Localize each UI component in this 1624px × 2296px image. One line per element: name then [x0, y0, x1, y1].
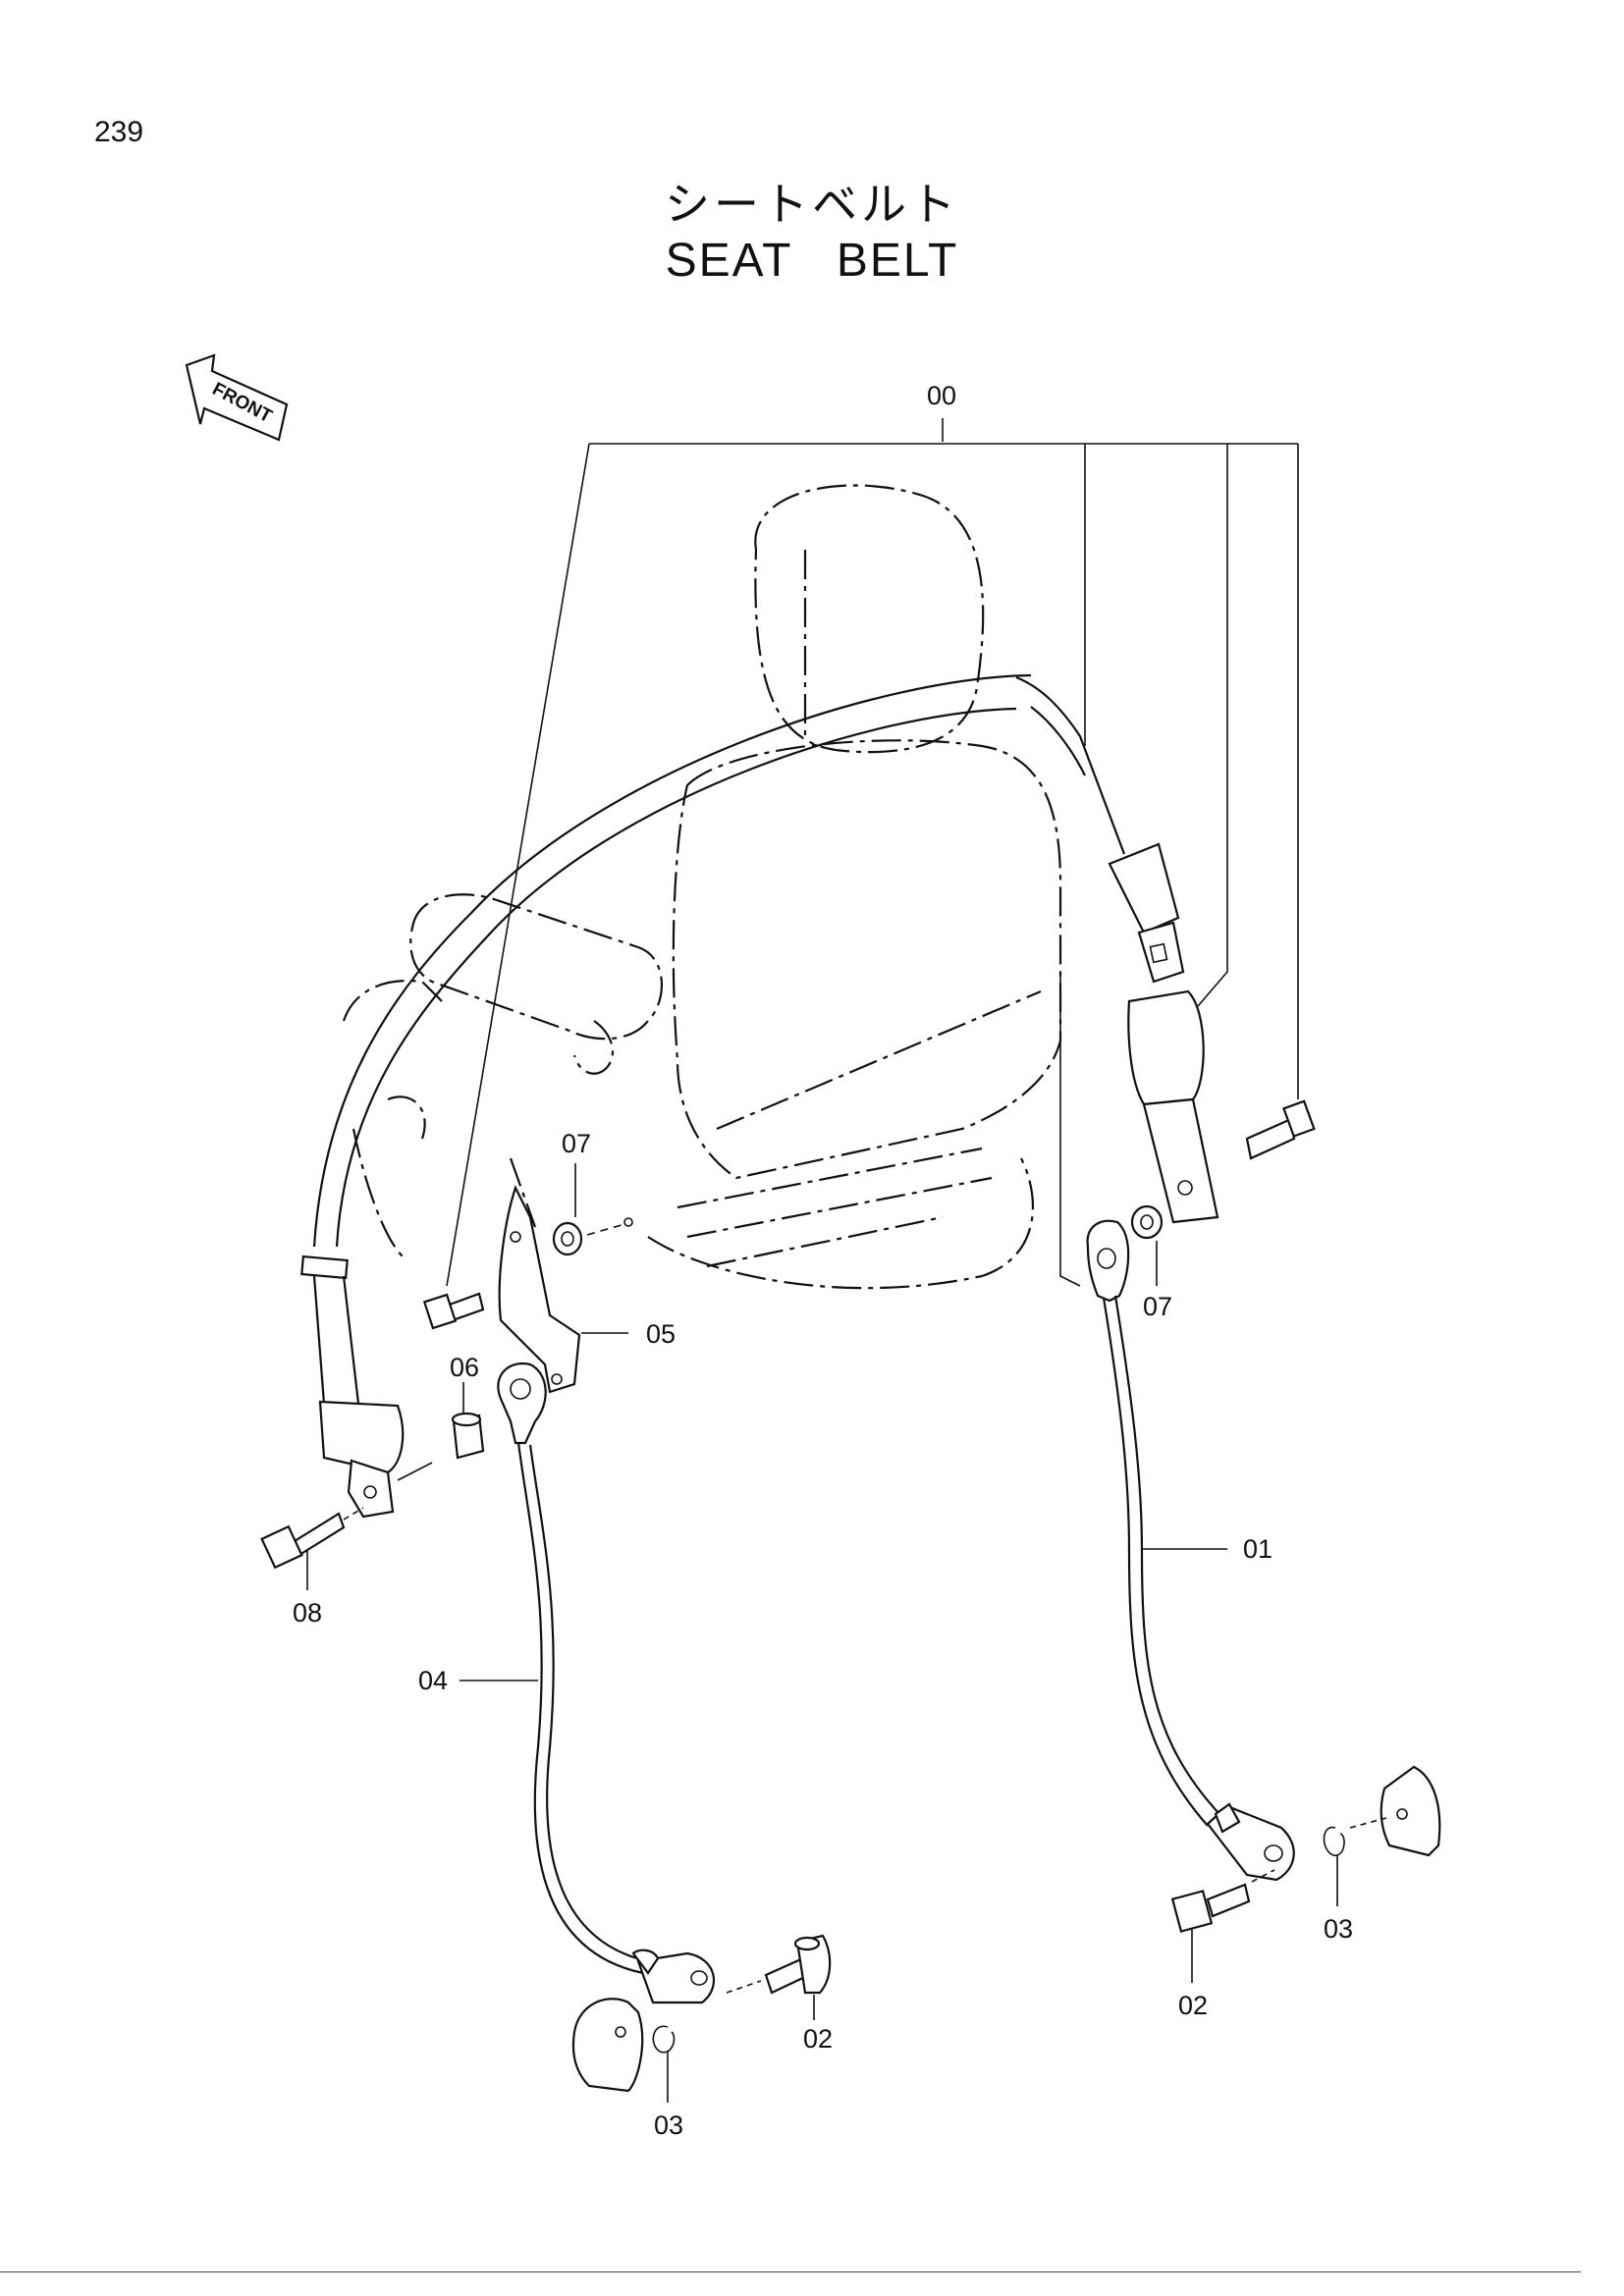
bottom-rule	[0, 2271, 1581, 2272]
callout-07-right: 07	[1143, 1292, 1172, 1321]
callout-07-left: 07	[562, 1129, 591, 1158]
callout-02-right: 02	[1178, 1991, 1208, 2020]
seat-phantom	[342, 484, 1062, 1290]
callout-00: 00	[927, 381, 956, 410]
bolt-left-upper	[422, 1292, 485, 1330]
callout-01: 01	[1243, 1534, 1272, 1564]
bolt-08	[260, 1507, 364, 1570]
callout-leaders	[306, 1163, 1338, 2103]
washer-07-left	[552, 1217, 633, 1256]
callout-06: 06	[450, 1353, 479, 1382]
callout-00-leader	[446, 418, 1299, 1287]
page-number: 239	[94, 116, 144, 148]
callout-08: 08	[293, 1598, 322, 1628]
nut-plate-right	[1349, 1765, 1441, 1857]
callout-03-left: 03	[654, 2110, 683, 2140]
callout-03-right: 03	[1324, 1914, 1353, 1944]
front-arrow-icon: FRONT	[185, 353, 289, 442]
lock-washer-03-right	[1323, 1827, 1345, 1856]
title-japanese: シートベルト	[665, 178, 959, 231]
title-english: SEAT BELT	[665, 235, 959, 287]
callout-04: 04	[418, 1666, 448, 1695]
nut-plate-left	[571, 1998, 644, 2093]
collar-06	[397, 1412, 485, 1481]
belt-webbing	[300, 673, 1219, 1519]
callout-05: 05	[646, 1319, 676, 1349]
washer-07-right	[1130, 1204, 1164, 1240]
front-label: FRONT	[209, 379, 276, 427]
callout-02-left: 02	[803, 2024, 833, 2054]
lock-washer-03-left	[652, 2025, 676, 2054]
ground-cable-01	[1086, 1219, 1295, 1882]
bolt-02-right	[1170, 1869, 1275, 1933]
ground-cable-04	[497, 1362, 716, 2004]
bracket-05	[498, 1185, 581, 1394]
bolt-02-left	[726, 1934, 832, 1995]
bolt-upper-right	[1245, 1099, 1316, 1160]
